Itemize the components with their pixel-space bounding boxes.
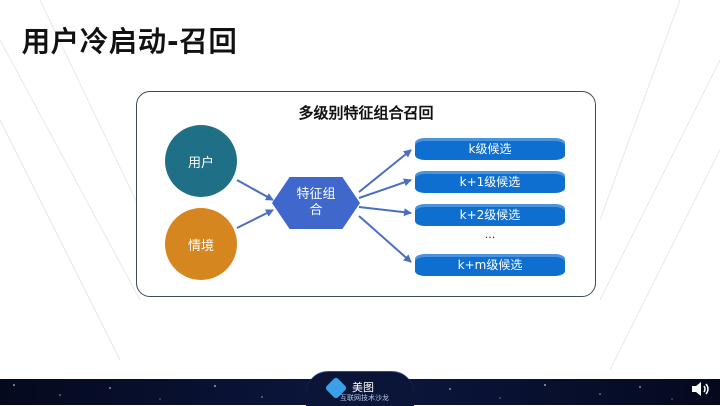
diagram-title: 多级别特征组合召回 [298, 104, 434, 122]
starfield [13, 384, 673, 400]
speaker-icon[interactable] [690, 379, 712, 399]
arrow-hub-to-k1 [358, 178, 412, 199]
user-node: 用户 [165, 125, 237, 197]
candidate-k-plus-m: k+m级候选 [415, 254, 565, 276]
user-node-label: 用户 [187, 155, 214, 171]
candidate-k: k级候选 [415, 138, 565, 160]
arrow-hub-to-km [358, 215, 412, 263]
arrow-hub-to-k [358, 149, 412, 193]
candidate-k-plus-2: k+2级候选 [415, 204, 565, 226]
context-node: 情境 [165, 208, 237, 280]
diagram-panel: 多级别特征组合召回 用户 情境 特征组合 k级候选 k+1级候选 k+2级候选 … [136, 91, 596, 297]
slide-title: 用户冷启动-召回 [22, 25, 238, 58]
feature-combination-label: 特征组合 [296, 187, 336, 218]
arrow-user-to-hub [236, 179, 274, 201]
arrows [236, 149, 412, 263]
arrow-context-to-hub [236, 209, 274, 229]
context-node-label: 情境 [187, 238, 214, 254]
meitu-logo: 美图 互联网技术沙龙 [306, 371, 414, 406]
logo-title: 美图 [352, 381, 374, 394]
arrow-hub-to-k2 [358, 206, 412, 217]
feature-combination-node: 特征组合 [272, 177, 360, 229]
logo-subtitle: 互联网技术沙龙 [340, 394, 389, 402]
candidate-k-plus-1: k+1级候选 [415, 171, 565, 193]
candidate-ellipsis: ... [484, 228, 496, 241]
